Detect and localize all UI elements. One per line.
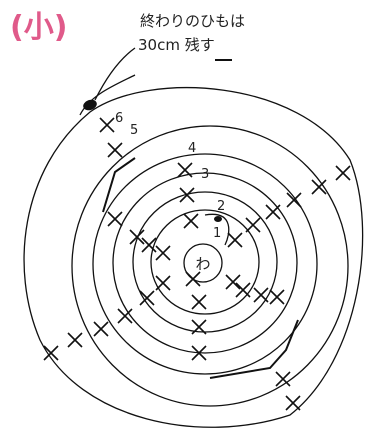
stitch: [183, 213, 199, 229]
round-5-label: 5: [130, 123, 138, 138]
end-tail-note-line1: 終わりのひもは: [140, 12, 246, 30]
round-5-ring: [71, 125, 349, 407]
stitch: [265, 204, 281, 220]
stitch: [155, 245, 171, 261]
center-label: わ: [195, 255, 210, 273]
inner-spiral: [204, 213, 230, 246]
round-1-ring: [150, 209, 260, 315]
stitch: [253, 287, 269, 303]
round-1-label: 1: [213, 226, 221, 241]
stitch: [275, 371, 291, 387]
stitch: [67, 332, 83, 348]
stitch: [191, 319, 207, 335]
stitch: [117, 308, 133, 324]
leader-line: [94, 47, 136, 101]
stitch: [107, 211, 123, 227]
start-dot: [214, 216, 222, 222]
stitch: [177, 162, 193, 178]
stitch: [269, 289, 285, 305]
stitch: [191, 345, 207, 361]
size-title: (小): [10, 10, 68, 45]
stitch: [99, 117, 115, 133]
round-6-label: 6: [115, 111, 123, 126]
stitch: [191, 294, 207, 310]
stitch: [335, 165, 351, 181]
stitch: [185, 271, 201, 287]
stitch: [107, 142, 123, 158]
increase-line-right: [209, 319, 299, 379]
magic-ring: [183, 243, 223, 283]
stitch: [129, 229, 145, 245]
stitch: [311, 179, 327, 195]
end-tail-note-line2: 30cm 残す: [138, 36, 215, 54]
increase-line-4-left: [102, 157, 136, 213]
stitch: [93, 321, 109, 337]
stitch: [285, 395, 301, 411]
round-3-label: 3: [201, 167, 209, 182]
stitch: [286, 192, 302, 208]
stitch-group: [43, 117, 351, 411]
stitch: [155, 275, 171, 291]
stitch: [43, 345, 59, 361]
round-4-label: 4: [188, 141, 196, 156]
stitch: [235, 282, 251, 298]
stitch: [179, 187, 195, 203]
stitch: [227, 232, 243, 248]
stitch: [141, 237, 157, 253]
stitch: [225, 274, 241, 290]
stitch: [139, 290, 155, 306]
round-4-ring: [92, 153, 318, 375]
round-6-ring: [23, 87, 364, 428]
round-2-label: 2: [217, 199, 225, 214]
round-3-ring: [112, 172, 298, 354]
stitch: [245, 217, 261, 233]
yarn-end-dot: [83, 99, 97, 111]
yarn-tail: [79, 74, 136, 116]
